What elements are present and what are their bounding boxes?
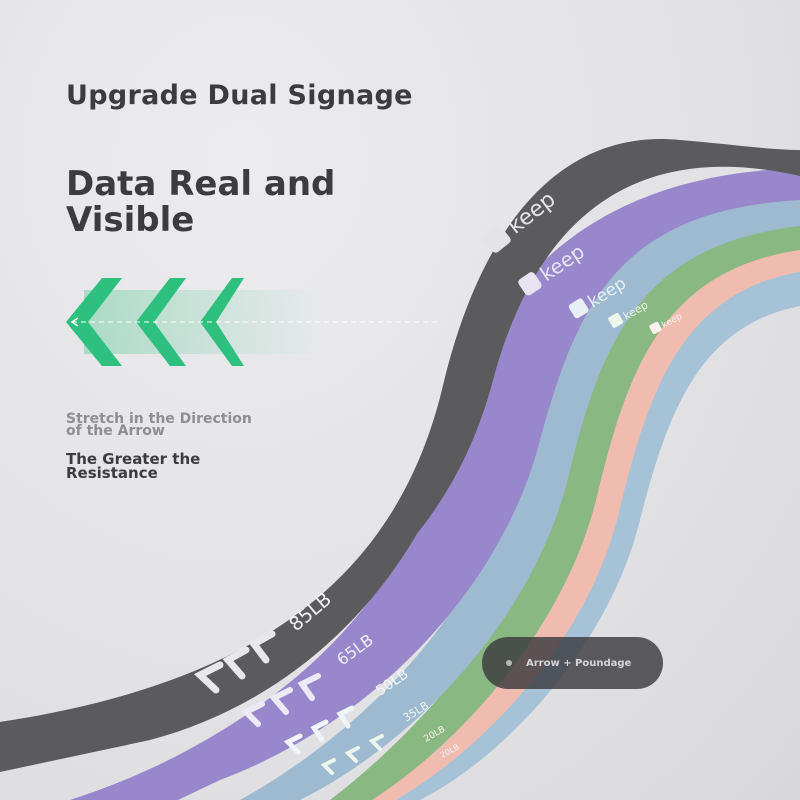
bullet-icon [506,660,512,666]
direction-arrows [66,278,438,366]
chevron-left-icon [297,673,321,701]
chevron-left-icon [269,687,293,715]
note-resistance: The Greater the Resistance [66,450,201,482]
chevron-left-icon [368,734,384,751]
subheadline: Data Real and Visible [66,164,336,240]
band-chevrons-green [320,734,384,775]
headline: Upgrade Dual Signage [66,80,413,111]
chevron-left-icon [310,719,329,743]
chevron-left-icon [193,661,224,694]
chevron-left-icon [336,705,355,729]
k-logo-icon [649,321,662,334]
chevron-left-icon [320,758,336,775]
badge-label: Arrow + Poundage [526,657,632,669]
band-chevrons-gray [193,630,276,694]
chevron-left-icon [283,733,303,755]
chevron-left-icon [248,630,276,664]
k-logo-icon [482,225,511,253]
arrow-head-icon [70,317,79,327]
band-green [330,222,800,800]
k-logo-icon [568,298,589,319]
k-logo-icon [518,272,542,296]
chevron-left-icon [222,646,250,680]
chevron-left-icon [344,746,360,763]
chevron-left-icon [66,278,122,366]
arrow-poundage-badge: Arrow + Poundage [482,637,663,689]
band-chevrons-blue [283,705,355,755]
chevron-left-icon [240,701,265,727]
note-direction: Stretch in the Direction of the Arrow [66,411,252,439]
band-chevrons-purple [240,673,321,727]
k-logo-icon [608,312,624,328]
